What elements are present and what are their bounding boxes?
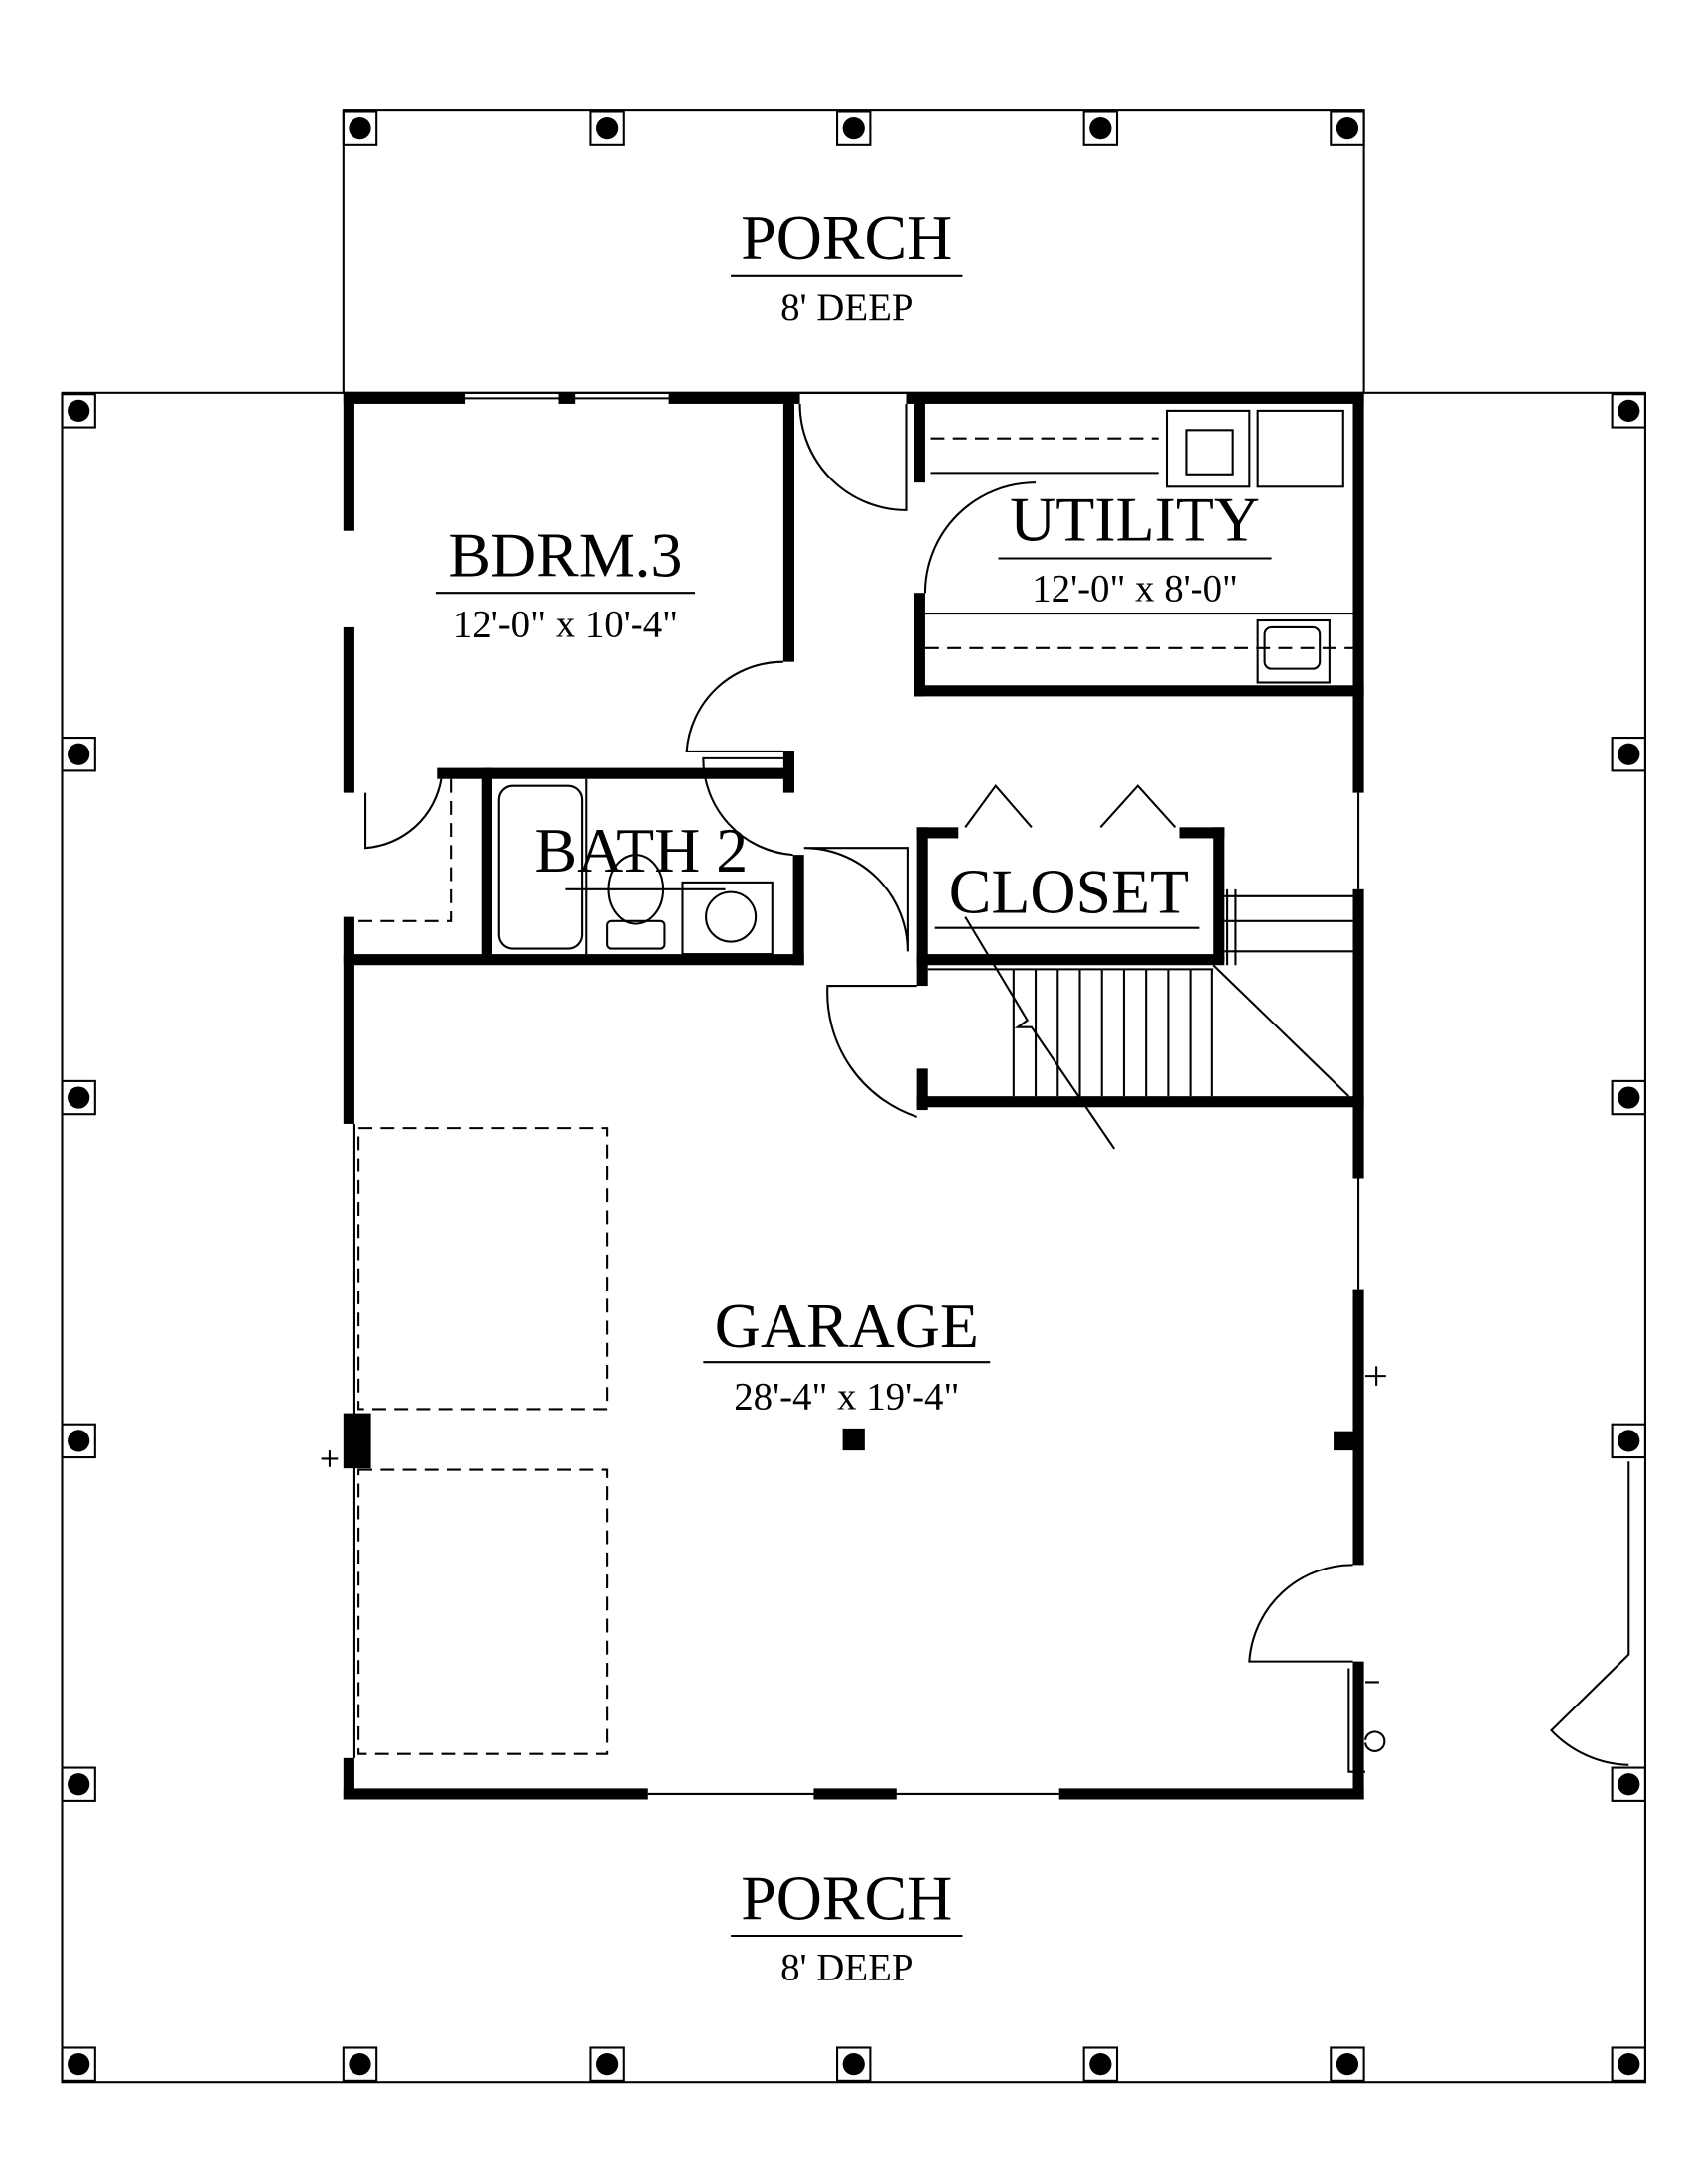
room-name: PORCH (741, 1862, 952, 1933)
porch-post (1082, 110, 1119, 146)
porch-post-column (68, 399, 90, 422)
porch-post (836, 110, 872, 146)
porch-post-column (1618, 2053, 1640, 2076)
porch-post (589, 2046, 625, 2082)
porch-post-column (1618, 743, 1640, 765)
porch-post-column (1336, 117, 1359, 140)
porch-post-column (842, 117, 865, 140)
wrap-porch-outline (61, 391, 1646, 2084)
porch-post (1611, 2046, 1646, 2082)
room-utility: UTILITY 12'-0" x 8'-0" (998, 483, 1272, 611)
porch-post-column (68, 1773, 90, 1796)
porch-post-column (1618, 399, 1640, 422)
porch-post-column (596, 2053, 619, 2076)
porch-post-column (68, 1430, 90, 1452)
porch-post (1611, 1079, 1646, 1116)
porch-post-column (68, 2053, 90, 2076)
porch-post-column (1618, 1773, 1640, 1796)
porch-post (1611, 1423, 1646, 1459)
porch-post (1330, 2046, 1365, 2082)
porch-post (1082, 2046, 1119, 2082)
porch-post-column (1618, 1086, 1640, 1109)
room-bath2: BATH 2 (534, 815, 748, 890)
porch-post (589, 110, 625, 146)
porch-post (61, 1423, 96, 1459)
room-name: GARAGE (715, 1291, 979, 1361)
porch-post-column (1618, 1430, 1640, 1452)
room-dims: 28'-4" x 19'-4" (734, 1375, 959, 1418)
room-porch-bottom: PORCH 8' DEEP (731, 1862, 963, 1988)
porch-post-column (68, 743, 90, 765)
room-porch-top: PORCH 8' DEEP (731, 203, 963, 329)
porch-posts (61, 110, 1646, 2082)
room-closet: CLOSET (934, 856, 1200, 929)
porch-post-column (1089, 117, 1112, 140)
room-name: UTILITY (1010, 483, 1260, 554)
porch-post-column (349, 117, 371, 140)
room-name: BATH 2 (534, 815, 748, 886)
porch-post (1611, 1766, 1646, 1802)
porch-post-column (1336, 2053, 1359, 2076)
porch-post (61, 737, 96, 772)
room-dims: 8' DEEP (780, 286, 913, 329)
porch-post (1330, 110, 1365, 146)
room-bdrm3: BDRM.3 12'-0" x 10'-4" (435, 520, 695, 646)
porch-post (342, 110, 378, 146)
porch-post-column (842, 2053, 865, 2076)
porch-post (61, 393, 96, 429)
porch-post (61, 2046, 96, 2082)
porch-post (342, 2046, 378, 2082)
porch-post (836, 2046, 872, 2082)
porch-post-column (596, 117, 619, 140)
room-name: CLOSET (949, 856, 1189, 926)
porch-post-column (68, 1086, 90, 1109)
room-name: BDRM.3 (448, 520, 682, 591)
porch-post-column (349, 2053, 371, 2076)
room-dims: 12'-0" x 8'-0" (1032, 568, 1238, 611)
porch-post (61, 1079, 96, 1116)
porch-post-column (1089, 2053, 1112, 2076)
porch-post (1611, 393, 1646, 429)
porch-post (1611, 737, 1646, 772)
door-swings (364, 403, 1630, 1766)
room-name: PORCH (741, 203, 952, 273)
room-dims: 8' DEEP (780, 1946, 913, 1988)
porch-post (61, 1766, 96, 1802)
walls (343, 392, 1364, 1800)
room-garage: GARAGE 28'-4" x 19'-4" (703, 1291, 991, 1418)
room-dims: 12'-0" x 10'-4" (453, 604, 678, 646)
